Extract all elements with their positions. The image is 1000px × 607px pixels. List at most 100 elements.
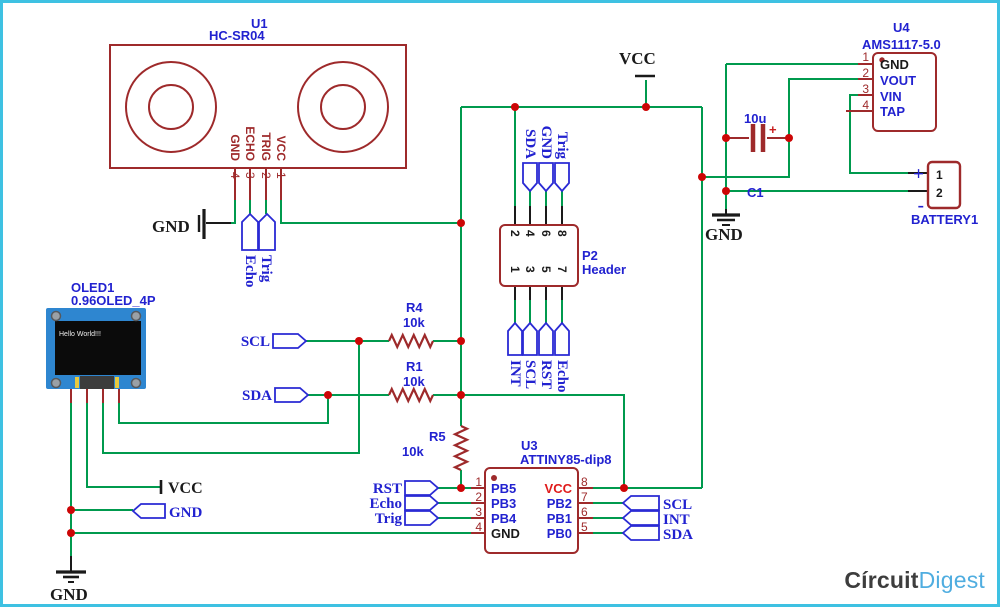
- oled-screen-text: Hello World!!!: [59, 331, 101, 338]
- u3-echo-flag: [404, 495, 440, 511]
- p2-pin-3: 3: [523, 266, 537, 273]
- resistor-r4-symbol: [388, 332, 434, 350]
- black-segments: [70, 172, 928, 572]
- resistor-symbols: [388, 332, 470, 471]
- u3-vcc: VCC: [545, 481, 573, 496]
- junction-dots: [67, 103, 793, 537]
- u1-echo-label: Echo: [242, 255, 258, 288]
- u3-pin-1: 1: [475, 475, 482, 489]
- u3-trig-label: Trig: [375, 511, 403, 527]
- wires: [70, 63, 908, 556]
- p2-pin-5: 5: [539, 266, 553, 273]
- scl-flag: [272, 333, 308, 349]
- p2-sda-flag: [522, 162, 538, 193]
- u1-pin-2: 2: [259, 172, 273, 179]
- sensor-u1-body: [109, 44, 407, 169]
- p2-pin-4: 4: [523, 230, 537, 237]
- p2-int-flag: [507, 321, 523, 356]
- u1-pin-name-echo: ECHO: [243, 126, 257, 161]
- u1-pin-name-vcc: VCC: [274, 136, 288, 162]
- mcu-u3-body: [484, 467, 579, 554]
- gnd-flag: [131, 503, 166, 519]
- p2-gnd-flag: [538, 162, 554, 193]
- u3-pin-3: 3: [475, 505, 482, 519]
- u4-pin1-marker: [879, 57, 885, 63]
- p2-rst-label: RST: [538, 360, 554, 389]
- u4-pin-3: 3: [862, 82, 869, 96]
- u4-tap: TAP: [880, 104, 905, 119]
- header-p2-body: [499, 224, 579, 287]
- oled-module: [46, 308, 146, 389]
- u3-pb5: PB5: [491, 481, 516, 496]
- u3-pb1: PB1: [547, 511, 572, 526]
- u3-sda-label: SDA: [663, 527, 693, 543]
- u3-gnd: GND: [491, 526, 520, 541]
- u3-pin1-marker: [491, 475, 497, 481]
- u4-pin-2: 2: [862, 66, 869, 80]
- u1-echo-flag: [241, 212, 259, 251]
- p2-rst-flag: [538, 321, 554, 356]
- u4-vout: VOUT: [880, 73, 916, 88]
- u3-pin-6: 6: [581, 505, 588, 519]
- resistor-r1-symbol: [388, 386, 434, 404]
- battery-pin-1: 1: [936, 168, 943, 182]
- u3-pin-5: 5: [581, 520, 588, 534]
- p2-sda-label: SDA: [522, 129, 538, 159]
- u3-trig-flag: [404, 510, 440, 526]
- u3-rst-flag: [404, 480, 440, 496]
- u3-int-label: INT: [663, 512, 690, 528]
- u3-value: ATTINY85-dip8: [520, 452, 612, 467]
- ground-symbol-bottom: [56, 570, 86, 583]
- logo-part1: Círcuit: [844, 567, 919, 593]
- p2-int-label: INT: [507, 360, 523, 387]
- vcc-label-top: VCC: [619, 49, 656, 68]
- u3-ref: U3: [521, 438, 538, 453]
- p2-pin-8: 8: [555, 230, 569, 237]
- sda-flag: [274, 387, 310, 403]
- p2-scl-flag: [522, 321, 538, 356]
- r1-ref: R1: [406, 359, 423, 374]
- battery-minus: -: [918, 195, 924, 216]
- p2-echo-flag: [554, 321, 570, 356]
- sda-label: SDA: [242, 388, 272, 404]
- c1-value: 10u: [744, 111, 766, 126]
- component-pin-stubs: [70, 63, 873, 534]
- gnd-label-bottom: GND: [50, 585, 88, 604]
- u3-scl-flag: [621, 495, 660, 511]
- u4-ref: U4: [893, 20, 910, 35]
- gnd-label-regulator: GND: [705, 225, 743, 244]
- u3-int-flag: [621, 510, 660, 526]
- vcc-label-oled: VCC: [168, 480, 203, 497]
- c1-ref: C1: [747, 185, 764, 200]
- gnd-label-sensor: GND: [152, 217, 190, 236]
- u3-scl-label: SCL: [663, 497, 692, 513]
- resistor-r5-symbol: [452, 425, 470, 471]
- c1-plus: +: [769, 122, 777, 137]
- u3-pin-8: 8: [581, 475, 588, 489]
- p2-ref: P2: [582, 248, 598, 263]
- p2-pin-7: 7: [555, 266, 569, 273]
- p2-trig-flag: [554, 162, 570, 193]
- circuitdigest-logo: CírcuitDigest: [844, 567, 985, 594]
- r5-ref: R5: [429, 429, 446, 444]
- logo-part2: Digest: [918, 567, 985, 593]
- r4-ref: R4: [406, 300, 423, 315]
- u4-value: AMS1117-5.0: [862, 37, 941, 52]
- u1-trig-label: Trig: [258, 255, 274, 283]
- u1-pin-1: 1: [274, 172, 288, 179]
- gnd-flag-label: GND: [169, 505, 203, 521]
- u4-pin-1: 1: [862, 50, 869, 64]
- p2-pin-1: 1: [508, 266, 522, 273]
- oled-value: 0.96OLED_4P: [71, 293, 156, 308]
- u3-rst-label: RST: [373, 481, 402, 497]
- p2-scl-label: SCL: [522, 360, 538, 389]
- u1-ref: U1: [251, 16, 268, 31]
- battery-plus: +: [913, 164, 924, 185]
- regulator-u4-body: [872, 52, 937, 132]
- r4-value: 10k: [403, 315, 425, 330]
- capacitor-c1-symbol: [726, 124, 789, 152]
- p2-value: Header: [582, 262, 626, 277]
- oled-ref: OLED1: [71, 280, 114, 295]
- schematic-drawing: U1 HC-SR04 GND ECHO TRIG VCC 4 3 2 1 Ech…: [46, 16, 978, 604]
